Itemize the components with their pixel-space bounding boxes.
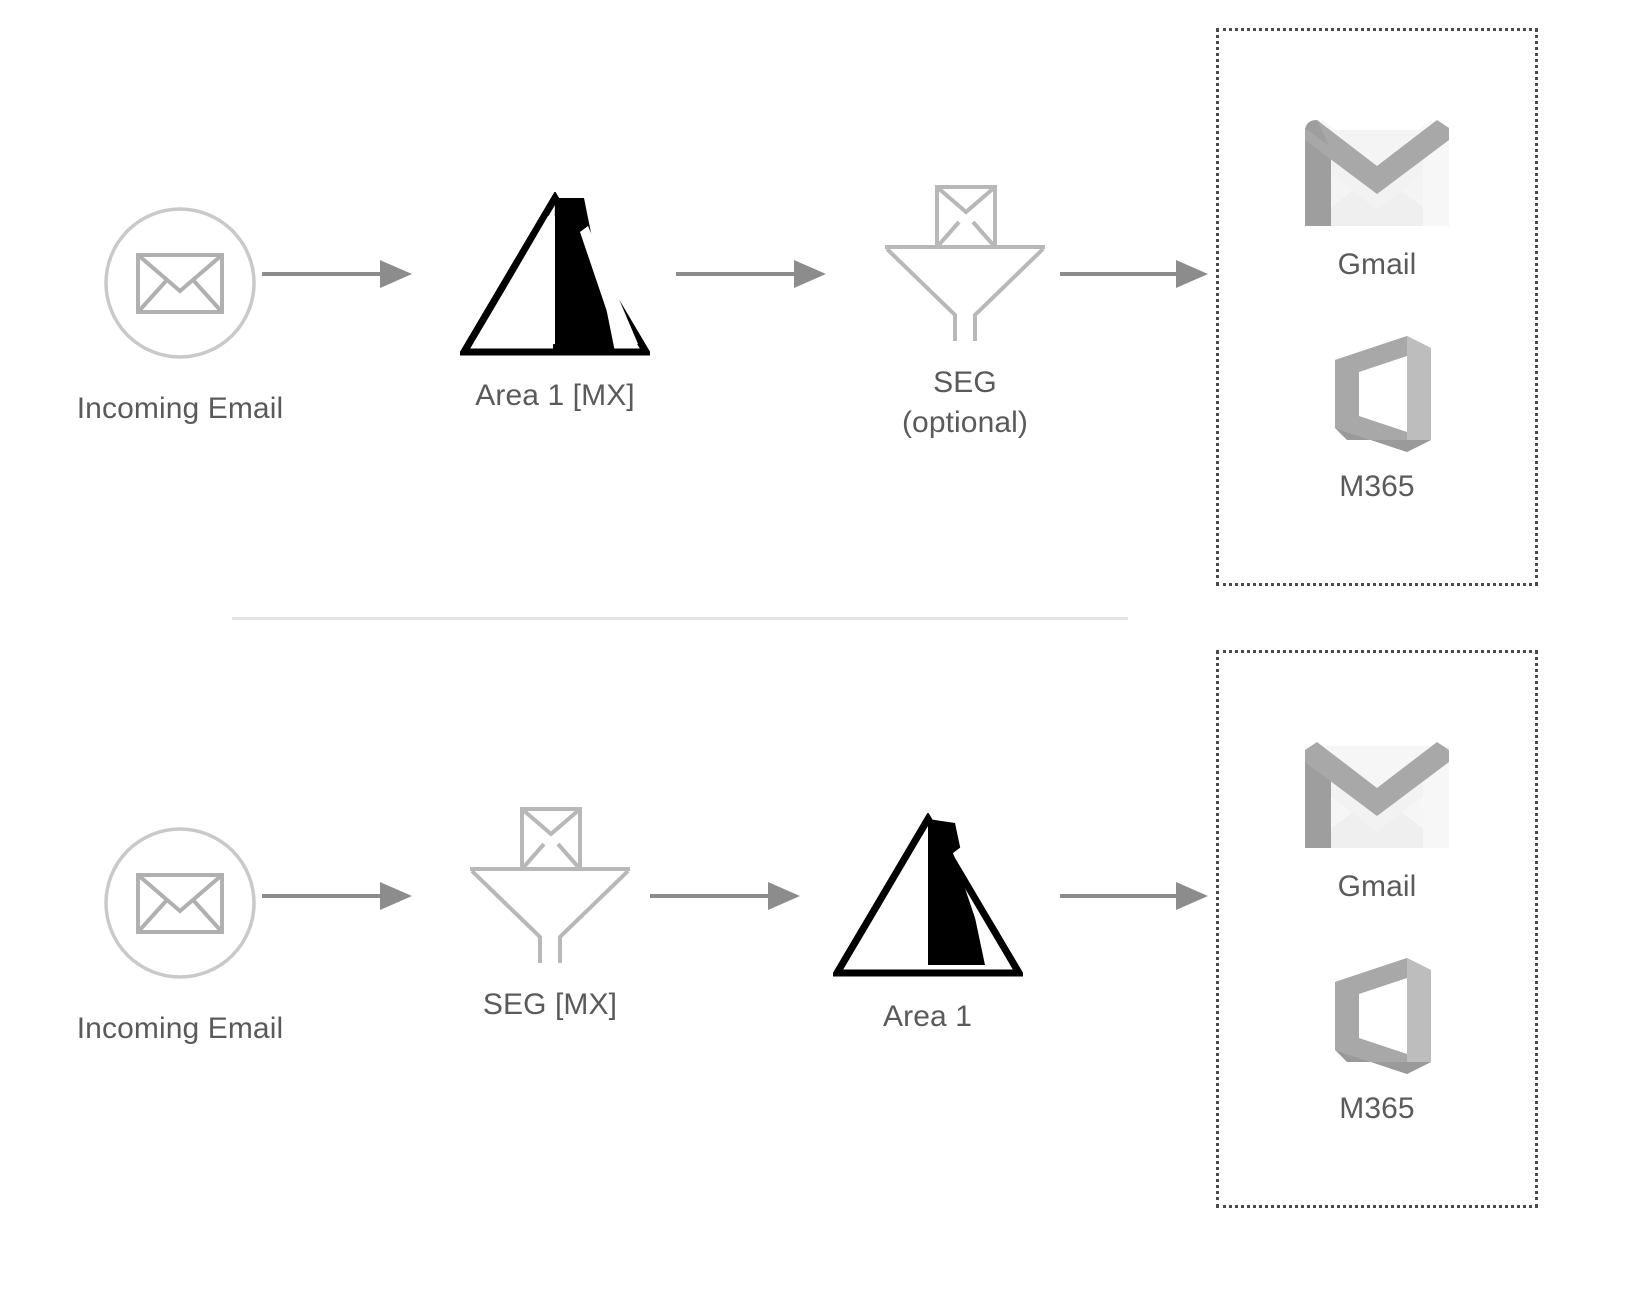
destinations-box-row1: Gmail M365 bbox=[1216, 28, 1538, 586]
node-incoming-email-row1: Incoming Email bbox=[65, 195, 295, 429]
node-area1-row2: Area 1 bbox=[830, 813, 1025, 1037]
arrow-area1-to-seg bbox=[676, 258, 826, 295]
node-label: SEG [MX] bbox=[482, 988, 618, 1021]
destinations-box-row2: Gmail M365 bbox=[1216, 650, 1538, 1208]
destination-m365-row1: M365 bbox=[1311, 332, 1443, 504]
gmail-logo bbox=[1297, 732, 1457, 856]
seg-funnel-icon bbox=[875, 175, 1055, 345]
envelope-circle-icon bbox=[92, 195, 268, 371]
gmail-logo bbox=[1297, 110, 1457, 234]
node-label: Incoming Email bbox=[76, 1012, 284, 1045]
node-label: Incoming Email bbox=[76, 392, 284, 425]
node-label: Area 1 [MX] bbox=[475, 379, 635, 412]
arrow-incoming-to-area1 bbox=[262, 258, 412, 295]
area1-triangle-logo bbox=[460, 192, 650, 358]
area1-triangle-logo bbox=[832, 813, 1023, 979]
destination-m365-row2: M365 bbox=[1311, 954, 1443, 1126]
arrow-area1-to-destinations bbox=[1060, 880, 1208, 917]
node-label: SEG (optional) bbox=[901, 366, 1029, 439]
node-seg-mx-row2: SEG [MX] bbox=[440, 797, 660, 1025]
seg-funnel-icon bbox=[460, 797, 640, 967]
destination-label: M365 bbox=[1339, 470, 1415, 503]
destination-gmail-row1: Gmail bbox=[1297, 110, 1457, 282]
destination-label: Gmail bbox=[1337, 870, 1417, 903]
node-area1-mx-row1: Area 1 [MX] bbox=[440, 192, 670, 416]
node-incoming-email-row2: Incoming Email bbox=[65, 815, 295, 1049]
arrow-incoming-to-seg bbox=[262, 880, 412, 917]
arrow-seg-to-destinations bbox=[1060, 258, 1208, 295]
m365-logo bbox=[1311, 954, 1443, 1078]
destination-label: M365 bbox=[1339, 1092, 1415, 1125]
node-label: Area 1 bbox=[883, 1000, 972, 1033]
m365-logo bbox=[1311, 332, 1443, 456]
arrow-seg-to-area1 bbox=[650, 880, 800, 917]
envelope-circle-icon bbox=[92, 815, 268, 991]
destination-gmail-row2: Gmail bbox=[1297, 732, 1457, 904]
node-seg-optional-row1: SEG (optional) bbox=[855, 175, 1075, 442]
destination-label: Gmail bbox=[1337, 248, 1417, 281]
section-divider bbox=[232, 617, 1128, 620]
